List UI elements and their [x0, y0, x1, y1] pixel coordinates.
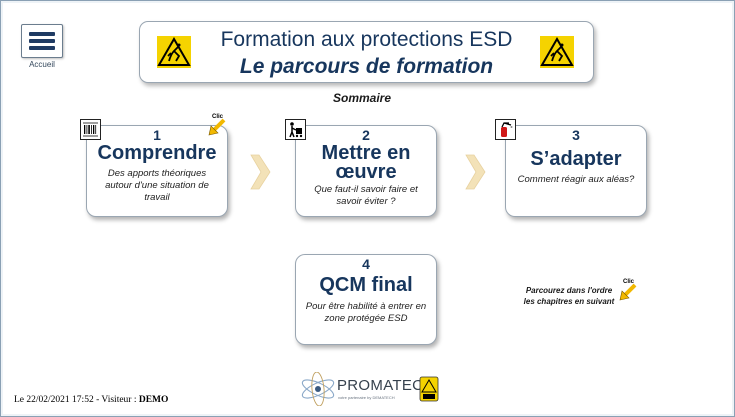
page-title: Formation aux protections ESD — [220, 28, 513, 51]
menu-home-button[interactable] — [21, 24, 63, 58]
chevron-right-icon — [249, 153, 271, 191]
clic-pointer-icon: Clic — [617, 277, 641, 301]
instruction-hint: Parcourez dans l'ordre les chapitres en … — [516, 285, 622, 307]
visitor-name: DEMO — [138, 395, 169, 405]
hamburger-icon-bar — [29, 39, 55, 43]
promatec-logo: PROMATEC votre partenaire by DEMATECH — [298, 372, 439, 406]
chevron-right-icon — [464, 153, 486, 191]
hamburger-icon-bar — [29, 46, 55, 50]
module-description: Des apports théoriques autour d'une situ… — [105, 168, 209, 203]
esd-warning-icon — [157, 36, 191, 68]
esd-warning-icon — [540, 36, 574, 68]
clic-label: Clic — [212, 114, 224, 120]
module-title-line1: Mettre en — [321, 142, 411, 164]
title-banner: Formation aux protections ESD Le parcour… — [139, 21, 594, 83]
module-number: 3 — [572, 127, 580, 143]
module-card-mettre-en-oeuvre[interactable]: 2 Mettre en œuvre Que faut-il savoir fai… — [295, 125, 437, 217]
clic-pointer-icon[interactable]: Clic — [206, 112, 230, 136]
module-number: 2 — [362, 127, 370, 143]
module-card-s-adapter[interactable]: 3 S’adapter Comment réagir aux aléas? — [505, 125, 647, 217]
module-title: S’adapter — [530, 148, 622, 170]
status-timestamp: Le 22/02/2021 17:52 - Visiteur : — [14, 395, 139, 405]
status-line: Le 22/02/2021 17:52 - Visiteur : DEMO — [14, 395, 168, 405]
module-description: Que faut-il savoir faire et savoir évite… — [314, 184, 418, 207]
clic-label: Clic — [623, 279, 635, 285]
module-number: 1 — [153, 127, 161, 143]
brand-name: PROMATEC — [337, 377, 424, 394]
sommaire-heading: Sommaire — [332, 91, 392, 105]
module-title: Comprendre — [97, 142, 217, 164]
module-card-qcm-final[interactable]: 4 QCM final Pour être habilité à entrer … — [295, 254, 437, 345]
module-number: 4 — [362, 256, 370, 272]
module-title-line2: œuvre — [335, 161, 397, 183]
home-label[interactable]: Accueil — [29, 60, 55, 69]
hint-line1: Parcourez dans l'ordre — [525, 286, 613, 295]
module-title: Mettre en œuvre — [296, 142, 436, 183]
module-title: QCM final — [319, 274, 413, 296]
barcode-scanner-icon — [80, 119, 101, 140]
module-card-comprendre[interactable]: 1 Comprendre Des apports théoriques auto… — [86, 125, 228, 217]
worker-trolley-icon — [285, 119, 306, 140]
module-description: Pour être habilité à entrer en zone prot… — [305, 301, 427, 324]
page-subtitle: Le parcours de formation — [239, 55, 494, 78]
module-description: Comment réagir aux aléas? — [517, 174, 635, 185]
esd-badge-icon — [419, 376, 439, 402]
hamburger-icon — [29, 32, 55, 36]
atom-icon — [301, 372, 335, 406]
brand-tagline: votre partenaire by DEMATECH — [338, 395, 395, 400]
hint-line2: les chapitres en suivant — [523, 297, 615, 306]
fire-extinguisher-icon — [495, 119, 516, 140]
